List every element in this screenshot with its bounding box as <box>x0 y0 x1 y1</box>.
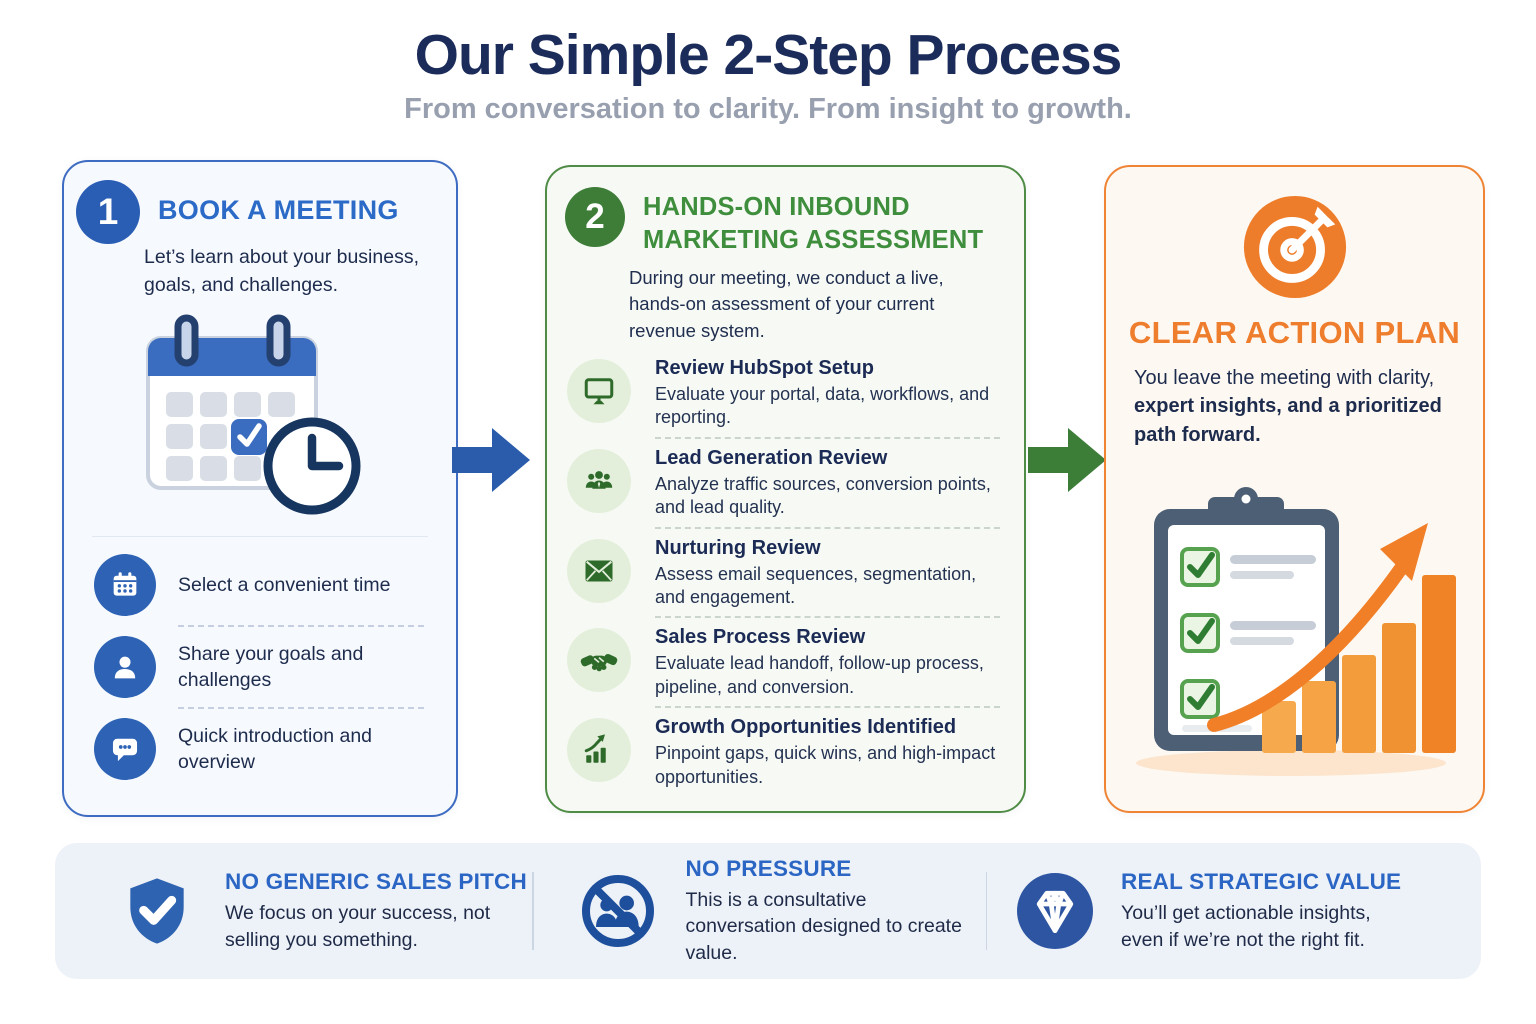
arrow-right-icon <box>1028 428 1106 492</box>
list-item: Select a convenient time <box>94 545 430 625</box>
list-item: Review HubSpot Setup Evaluate your porta… <box>567 349 1010 437</box>
outcome-description-regular: You leave the meeting with clarity, <box>1134 367 1435 389</box>
person-icon <box>94 636 156 698</box>
list-item-title: Review HubSpot Setup <box>655 357 874 379</box>
chat-bubble-icon <box>94 718 156 780</box>
footer-bar: NO GENERIC SALES PITCH We focus on your … <box>55 843 1481 979</box>
list-item: Growth Opportunities Identified Pinpoint… <box>567 708 1010 796</box>
list-item-text: Assess email sequences, segmentation, an… <box>655 563 977 607</box>
step2-panel: 2 HANDS-ON INBOUND MARKETING ASSESSMENT … <box>545 165 1026 813</box>
step1-panel: 1 BOOK A MEETING Let’s learn about your … <box>62 160 458 817</box>
step1-list: Select a convenient time Share your goal… <box>94 545 430 789</box>
dashed-divider <box>178 707 424 709</box>
page-subtitle: From conversation to clarity. From insig… <box>404 93 1132 125</box>
list-item: Lead Generation Review Analyze traffic s… <box>567 439 1010 527</box>
handshake-icon <box>567 628 631 693</box>
outcome-panel: CLEAR ACTION PLAN You leave the meeting … <box>1104 165 1485 813</box>
footer-item-text: This is a consultative conversation desi… <box>685 889 962 964</box>
list-item-title: Nurturing Review <box>655 536 821 559</box>
list-item-text: Evaluate lead handoff, follow-up process… <box>655 653 984 697</box>
step2-title: HANDS-ON INBOUND MARKETING ASSESSMENT <box>643 193 984 255</box>
list-item-text: Evaluate your portal, data, workflows, a… <box>655 384 990 428</box>
list-item: Nurturing Review Assess email sequences,… <box>567 529 1010 617</box>
vertical-divider <box>985 872 987 950</box>
envelope-icon <box>567 538 631 603</box>
target-icon <box>1243 195 1346 299</box>
footer-item-title: NO GENERIC SALES PITCH <box>225 869 527 895</box>
list-item: Share your goals and challenges <box>94 627 430 707</box>
calendar-icon <box>94 554 156 616</box>
footer-item: NO PRESSURE This is a consultative conve… <box>534 843 986 979</box>
list-item-title: Growth Opportunities Identified <box>655 716 957 739</box>
footer-item-text: We focus on your success, not selling yo… <box>225 902 491 951</box>
step1-title: BOOK A MEETING <box>158 195 399 225</box>
step2-number-badge: 2 <box>565 187 625 247</box>
footer-item-text: You’ll get actionable insights, even if … <box>1121 902 1371 951</box>
dashed-divider <box>655 436 1000 439</box>
list-item-text: Analyze traffic sources, conversion poin… <box>655 473 991 518</box>
diamond-icon <box>1017 873 1093 949</box>
step2-description: During our meeting, we conduct a live, h… <box>629 267 944 341</box>
outcome-title: CLEAR ACTION PLAN <box>1128 315 1461 350</box>
shield-check-icon <box>117 871 197 951</box>
list-item: Sales Process Review Evaluate lead hando… <box>567 618 1010 706</box>
list-item-label: Quick introduction and overview <box>178 724 373 773</box>
no-pressure-icon <box>578 871 658 951</box>
list-item-title: Sales Process Review <box>655 626 866 649</box>
monitor-icon <box>567 359 631 423</box>
step1-description: Let’s learn about your business, goals, … <box>144 246 419 296</box>
vertical-divider <box>532 872 534 950</box>
footer-item: NO GENERIC SALES PITCH We focus on your … <box>55 843 532 979</box>
footer-item-title: REAL STRATEGIC VALUE <box>1121 869 1402 895</box>
step1-number-badge: 1 <box>76 180 140 244</box>
list-item-label: Select a convenient time <box>178 573 391 596</box>
outcome-description: You leave the meeting with clarity, expe… <box>1134 364 1462 449</box>
list-item-title: Lead Generation Review <box>655 446 888 469</box>
list-item: Quick introduction and overview <box>94 709 430 789</box>
footer-item-title: NO PRESSURE <box>685 856 852 882</box>
outcome-description-bold: expert insights, and a prioritized path … <box>1134 395 1442 446</box>
page-title: Our Simple 2-Step Process <box>414 23 1123 87</box>
dashed-divider <box>178 625 424 627</box>
calendar-clock-illustration <box>146 314 361 515</box>
people-group-icon <box>567 448 631 513</box>
footer-item: REAL STRATEGIC VALUE You’ll get actionab… <box>987 843 1478 979</box>
dashed-divider <box>655 526 1000 529</box>
dashed-divider <box>655 616 1000 619</box>
arrow-right-icon <box>452 428 530 492</box>
clipboard-growth-illustration <box>1136 487 1456 776</box>
dashed-divider <box>655 706 1000 709</box>
list-item-label: Share your goals and challenges <box>178 642 364 691</box>
step2-list: Review HubSpot Setup Evaluate your porta… <box>567 349 1010 796</box>
list-item-text: Pinpoint gaps, quick wins, and high-impa… <box>655 743 996 787</box>
growth-chart-icon <box>567 718 631 783</box>
divider <box>92 536 428 537</box>
